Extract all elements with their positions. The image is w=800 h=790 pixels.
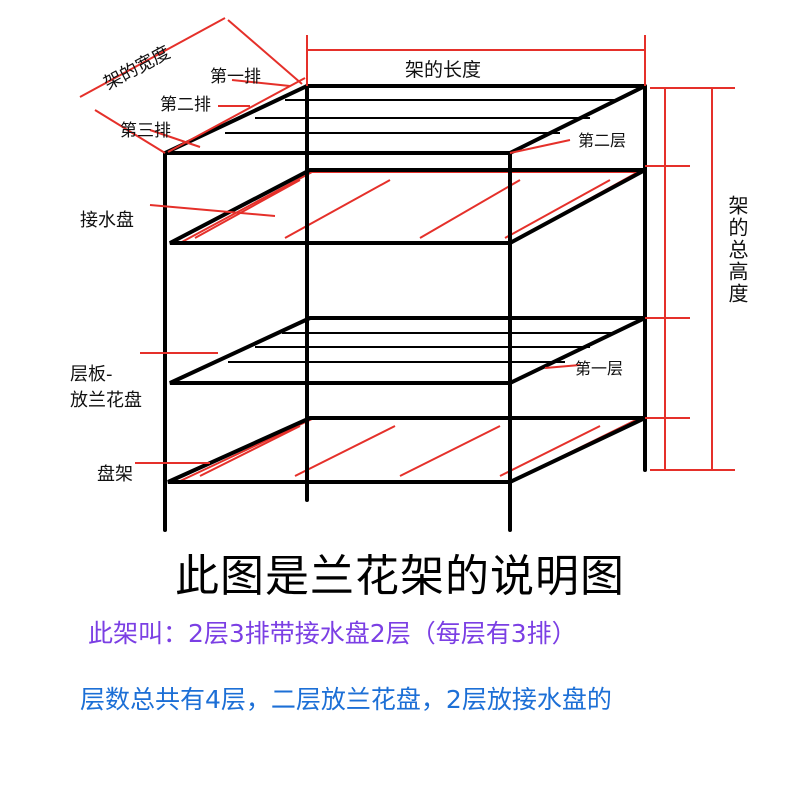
upper-drip-tray	[179, 171, 642, 244]
board-label: 层板-	[70, 364, 113, 385]
shelf-width-label: 架的宽度	[100, 42, 173, 94]
orchid-shelf-diagram: 架的宽度 第一排 第二排 第三排 架的长度 第二层 接水盘 架的总高度 层板- …	[70, 17, 749, 532]
shelf-length-label: 架的长度	[405, 59, 481, 81]
board-sub-label: 放兰花盘	[70, 390, 142, 411]
tray-rack-label: 盘架	[97, 464, 133, 485]
product-name-line: 此架叫：2层3排带接水盘2层（每层有3排）	[88, 619, 577, 648]
lower-drip-tray	[177, 418, 639, 483]
shelf-slats	[225, 99, 615, 363]
total-height-label: 架的总高度	[725, 195, 749, 305]
tier2-label: 第二层	[578, 131, 626, 150]
shelf-frame	[163, 84, 647, 532]
tier-description-line: 层数总共有4层，二层放兰花盘，2层放接水盘的	[80, 685, 612, 714]
annotation-lines	[79, 17, 735, 471]
row3-label: 第三排	[120, 121, 171, 141]
diagram-title: 此图是兰花架的说明图	[175, 551, 625, 602]
row2-label: 第二排	[160, 95, 211, 115]
row1-label: 第一排	[210, 67, 261, 87]
tier1-label: 第一层	[575, 359, 623, 378]
drip-tray-label: 接水盘	[80, 210, 134, 231]
